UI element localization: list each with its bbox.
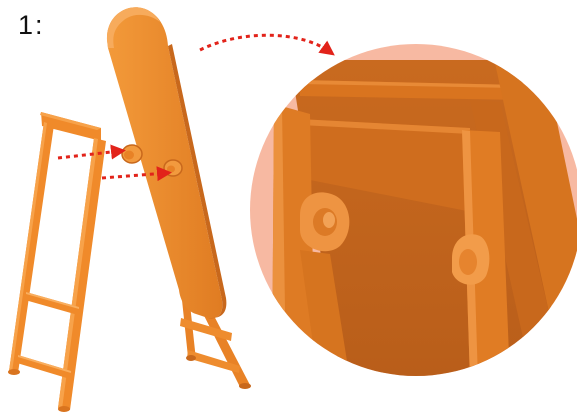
board-assembly [107, 7, 251, 389]
dotted-arrow-icon [58, 151, 120, 158]
dotted-arrow-icon [200, 35, 330, 52]
zoom-detail [250, 40, 577, 380]
ladder-frame [8, 112, 106, 412]
